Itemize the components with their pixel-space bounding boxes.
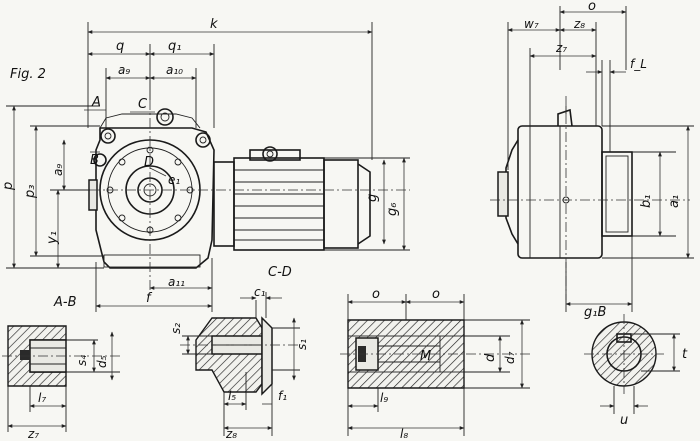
label-z7-bottom: z₇ [27,427,39,441]
label-t: t [682,347,688,362]
label-d5: d₅ [95,355,109,368]
label-p3: p₃ [23,185,38,199]
label-fL: f_L [630,57,647,71]
label-b1: b₁ [639,195,654,208]
label-a9-left: a₉ [51,164,65,176]
label-D: D [144,155,154,170]
label-q: q [116,39,124,54]
section-c-d [180,292,300,436]
label-section-c-d: C-D [268,265,292,280]
label-o-right: o [432,287,440,302]
label-C: C [138,97,148,112]
label-g: g [365,194,380,202]
hub-bore-view [584,314,680,414]
label-p: p [1,182,16,191]
label-z8-top: z₈ [573,17,585,31]
label-l8: l₈ [400,427,408,441]
label-f1: f₁ [278,389,287,403]
label-f: f [146,291,153,306]
label-y1: y₁ [45,231,60,245]
label-l7: l₇ [38,391,46,405]
figure-caption: Fig. 2 [10,67,46,82]
label-e1: e₁ [168,173,180,187]
main-front-view [88,100,410,290]
label-section-a-b: A-B [53,295,77,310]
label-q1: q₁ [168,39,181,54]
dimension-lines-main [6,22,410,312]
label-o-left: o [372,287,380,302]
label-d: d [483,353,498,362]
label-g6: g₆ [385,203,400,216]
label-B: B [90,153,99,168]
shaft-section [340,294,530,436]
label-a9-top: a₉ [118,63,130,77]
label-u: u [620,413,628,428]
label-l9: l₉ [380,391,388,405]
label-M: M [420,349,431,364]
label-l5: l₅ [228,389,236,403]
label-s2: s₂ [169,323,183,334]
section-a-b [2,325,120,432]
label-d7: d₇ [503,351,517,364]
label-s1: s₁ [295,339,309,350]
label-k: k [210,17,218,32]
label-a10: a₁₀ [166,63,183,77]
label-z8-bottom: z₈ [225,427,237,441]
label-A: A [91,95,101,110]
label-a1: a₁ [667,195,682,208]
label-s4: s₄ [75,355,89,366]
label-z7-top: z₇ [555,41,567,55]
label-c1: c₁ [254,285,266,299]
label-o-top: o [588,0,596,14]
label-a11: a₁₁ [168,275,185,289]
dimension-lines-side [507,6,694,312]
label-g1B: g₁B [584,305,606,320]
label-w7: w₇ [524,17,539,31]
